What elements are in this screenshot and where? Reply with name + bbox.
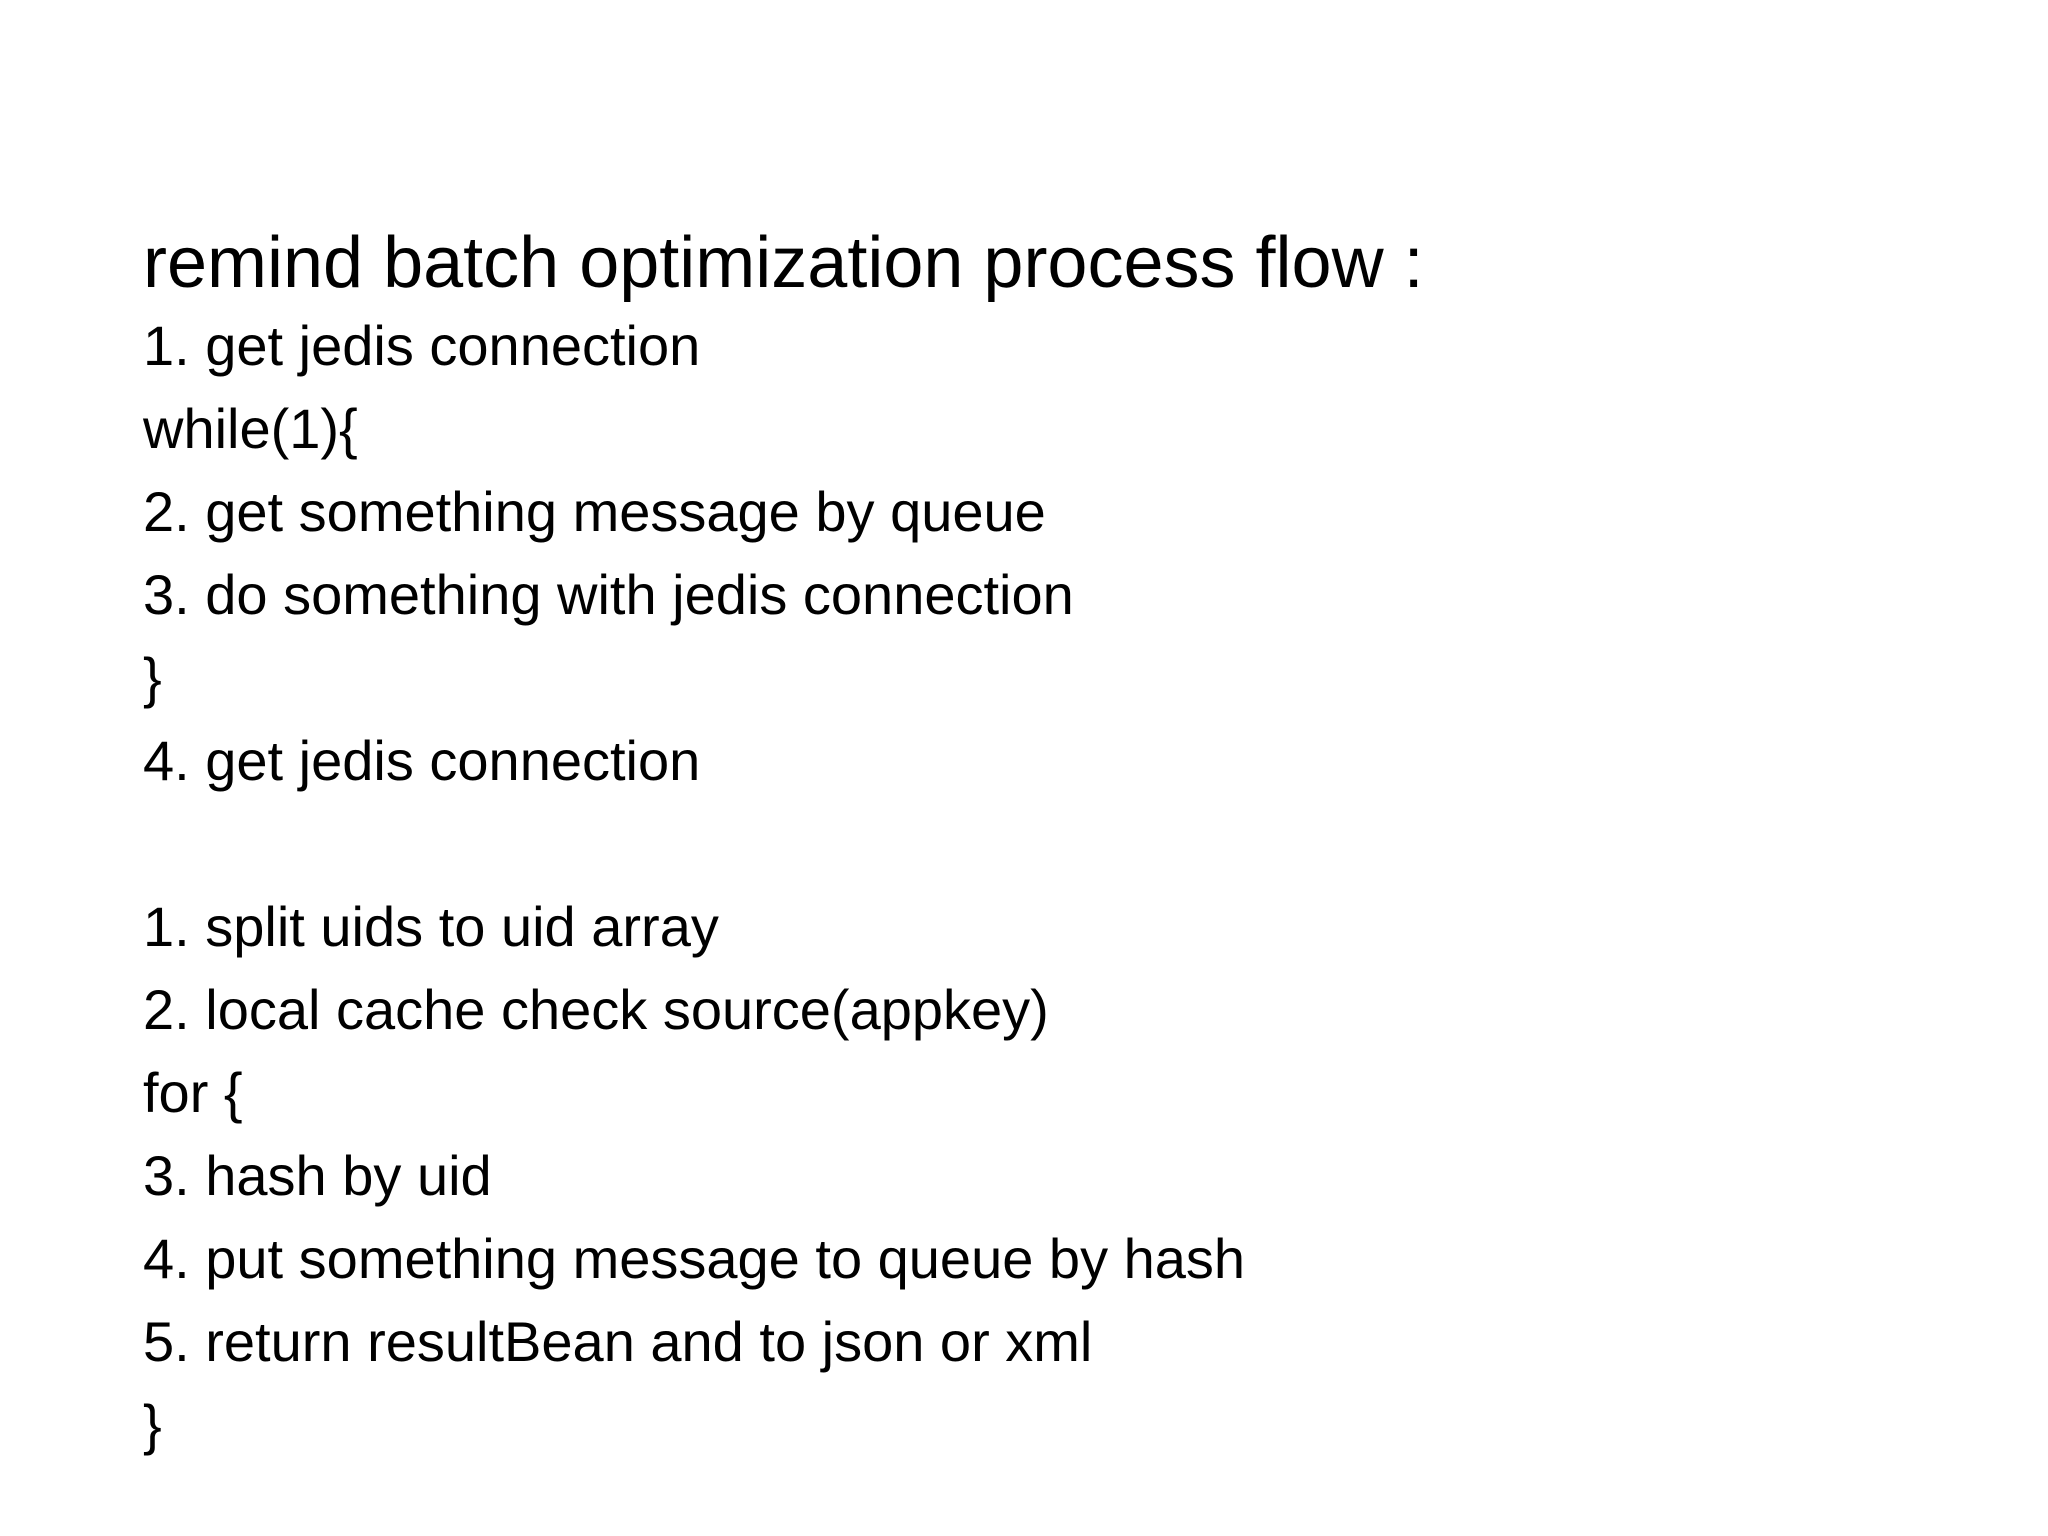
text-line: 5. return resultBean and to json or xml: [143, 1310, 1093, 1373]
block-spacer: [143, 802, 1943, 885]
text-line: 2. get something message by queue: [143, 480, 1046, 543]
text-line: 4. get jedis connection: [143, 729, 701, 792]
process-flow-block-1: 1. get jedis connection while(1){ 2. get…: [143, 304, 1943, 802]
slide-content: remind batch optimization process flow :…: [143, 222, 1943, 1466]
text-line: 1. split uids to uid array: [143, 895, 719, 958]
text-line: 4. put something message to queue by has…: [143, 1227, 1246, 1290]
text-line: for {: [143, 1061, 243, 1124]
process-flow-block-2: 1. split uids to uid array 2. local cach…: [143, 885, 1943, 1466]
slide-title: remind batch optimization process flow :: [143, 223, 1424, 303]
text-line: 2. local cache check source(appkey): [143, 978, 1049, 1041]
text-line: 1. get jedis connection: [143, 314, 701, 377]
text-line: 3. hash by uid: [143, 1144, 492, 1207]
text-line: 3. do something with jedis connection: [143, 563, 1074, 626]
text-line: }: [143, 1393, 162, 1456]
text-line: }: [143, 646, 162, 709]
text-line: while(1){: [143, 397, 358, 460]
